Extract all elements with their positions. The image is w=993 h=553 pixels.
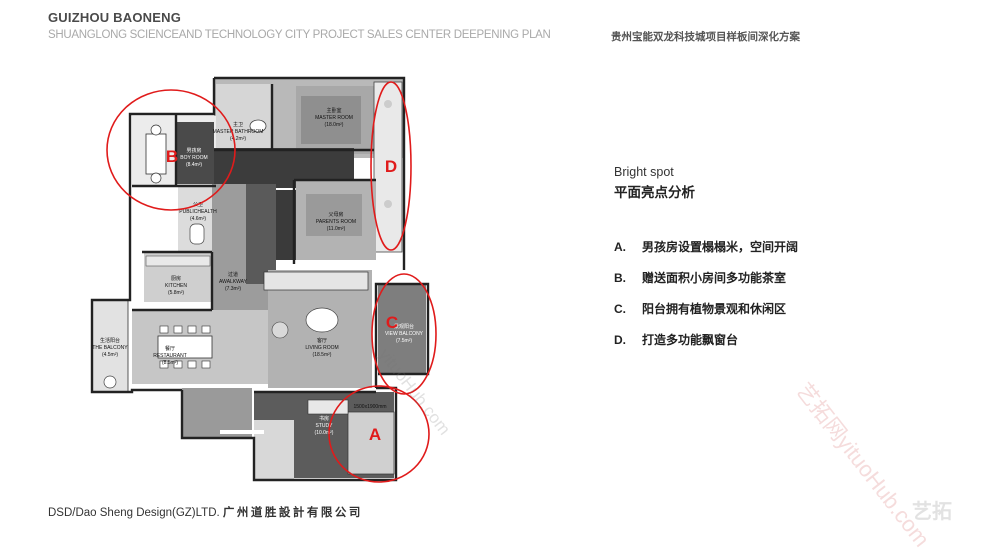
sofa bbox=[263, 271, 369, 291]
label-kitchen-cn: 厨房 bbox=[171, 275, 181, 282]
highlight-item-b: B. 赠送面积小房间多功能茶室 bbox=[614, 269, 798, 300]
outer-wall-top bbox=[214, 76, 406, 270]
coffee-table bbox=[305, 307, 339, 333]
label-kitchen-area: (5.8m²) bbox=[168, 290, 184, 296]
view-balcony-floor bbox=[378, 284, 426, 374]
label-master-bath-area: (4.2m²) bbox=[230, 136, 246, 142]
footer-company-en: DSD/Dao Sheng Design(GZ)LTD. bbox=[48, 507, 220, 519]
highlight-item-d: D. 打造多功能飘窗台 bbox=[614, 331, 798, 362]
label-parents-area: (11.0m²) bbox=[327, 226, 346, 232]
label-boy-room-cn: 男孩房 bbox=[186, 147, 201, 154]
highlight-circle-a bbox=[328, 385, 430, 483]
highlight-list: A. 男孩房设置榻榻米，空间开阔 B. 赠送面积小房间多功能茶室 C. 阳台拥有植物景… bbox=[614, 238, 798, 362]
watermark-logo: 艺拓 bbox=[912, 501, 952, 523]
highlight-item-a: A. 男孩房设置榻榻米，空间开阔 bbox=[614, 238, 798, 269]
highlight-text: 赠送面积小房间多功能茶室 bbox=[642, 271, 787, 285]
floor-plan: 主卧室 MASTER ROOM (18.0m²) 主卫 MASTER BATHR… bbox=[86, 74, 446, 484]
bright-spot-title-cn: 平面亮点分析 bbox=[614, 185, 695, 200]
label-public-area: (4.6m²) bbox=[190, 216, 206, 222]
label-balcony-cn: 生活阳台 bbox=[100, 337, 120, 344]
highlight-text: 打造多功能飘窗台 bbox=[642, 333, 739, 347]
label-kitchen-en: KITCHEN bbox=[165, 283, 187, 289]
highlight-text: 阳台拥有植物景观和休闲区 bbox=[642, 302, 787, 316]
label-boy-room-area: (8.4m²) bbox=[186, 162, 202, 168]
header-subtitle: SHUANGLONG SCIENCEAND TECHNOLOGY CITY PR… bbox=[48, 29, 551, 41]
label-parents-cn: 父母房 bbox=[328, 211, 343, 218]
label-study-area: (10.0m²) bbox=[315, 430, 334, 436]
label-master-bath-en: MASTER BATHROOM bbox=[213, 129, 264, 135]
footer: DSD/Dao Sheng Design(GZ)LTD. 广州道胜設計有限公司 bbox=[48, 504, 363, 520]
label-walkway-en: AWALKWAY bbox=[219, 279, 248, 285]
tatami-bed bbox=[347, 411, 395, 475]
label-boy-room-en: BOY ROOM bbox=[180, 155, 207, 161]
label-master-room-en: MASTER ROOM bbox=[315, 115, 353, 121]
marker-c: C bbox=[386, 313, 398, 332]
outer-wall-right bbox=[374, 282, 430, 388]
highlight-key: B. bbox=[614, 271, 626, 285]
label-living-cn: 客厅 bbox=[317, 337, 327, 344]
label-view-balcony-en: VIEW BALCONY bbox=[385, 331, 424, 337]
tea-table bbox=[145, 133, 167, 175]
header-title-cn: 贵州宝能双龙科技城项目样板间深化方案 bbox=[611, 31, 800, 43]
label-restaurant-area: (8.5m²) bbox=[162, 360, 178, 366]
highlight-key: D. bbox=[614, 333, 626, 347]
label-public-en: PUBLICHEALTH bbox=[179, 209, 217, 215]
highlight-item-c: C. 阳台拥有植物景观和休闲区 bbox=[614, 300, 798, 331]
label-study-cn: 书房 bbox=[319, 415, 329, 422]
marker-d: D bbox=[385, 157, 397, 176]
label-balcony-area: (4.5m²) bbox=[102, 352, 118, 358]
label-living-en: LIVING ROOM bbox=[305, 345, 338, 351]
footer-company-cn: 广州道胜設計有限公司 bbox=[222, 507, 363, 519]
label-parents-en: PARENTS ROOM bbox=[316, 219, 356, 225]
highlight-circle-d bbox=[370, 81, 412, 251]
highlight-key: A. bbox=[614, 240, 626, 254]
label-balcony-en: THE BALCONY bbox=[92, 345, 128, 351]
label-master-room-cn: 主卧室 bbox=[326, 107, 341, 114]
label-restaurant-cn: 餐厅 bbox=[165, 345, 175, 352]
bright-spot-title-en: Bright spot bbox=[614, 165, 674, 179]
highlight-circle-c bbox=[371, 273, 437, 395]
entry-bath-floor bbox=[254, 420, 294, 480]
label-restaurant-en: RESTAURANT bbox=[153, 353, 187, 359]
marker-a: A bbox=[369, 425, 381, 444]
outer-wall-left bbox=[90, 78, 216, 394]
highlight-text: 男孩房设置榻榻米，空间开阔 bbox=[642, 240, 799, 254]
label-walkway-cn: 过道 bbox=[228, 271, 238, 278]
label-view-balcony-area: (7.5m²) bbox=[396, 338, 412, 344]
marker-b: B bbox=[166, 147, 178, 166]
label-master-bath-cn: 主卫 bbox=[233, 121, 243, 128]
highlight-circle-b bbox=[106, 89, 236, 211]
label-study-en: STUDY bbox=[316, 423, 334, 429]
label-master-room-area: (18.0m²) bbox=[325, 122, 344, 128]
label-view-balcony-cn: 景观阳台 bbox=[394, 323, 414, 330]
watermark-diagonal: 艺拓网yituoHub.com bbox=[791, 378, 935, 552]
dining-table bbox=[157, 335, 213, 359]
label-walkway-area: (7.3m²) bbox=[225, 286, 241, 292]
label-bed-size: 1500x1900mm bbox=[353, 404, 386, 410]
header-brand: GUIZHOU BAONENG bbox=[48, 10, 181, 25]
label-living-area: (18.5m²) bbox=[313, 352, 332, 358]
highlight-key: C. bbox=[614, 302, 626, 316]
